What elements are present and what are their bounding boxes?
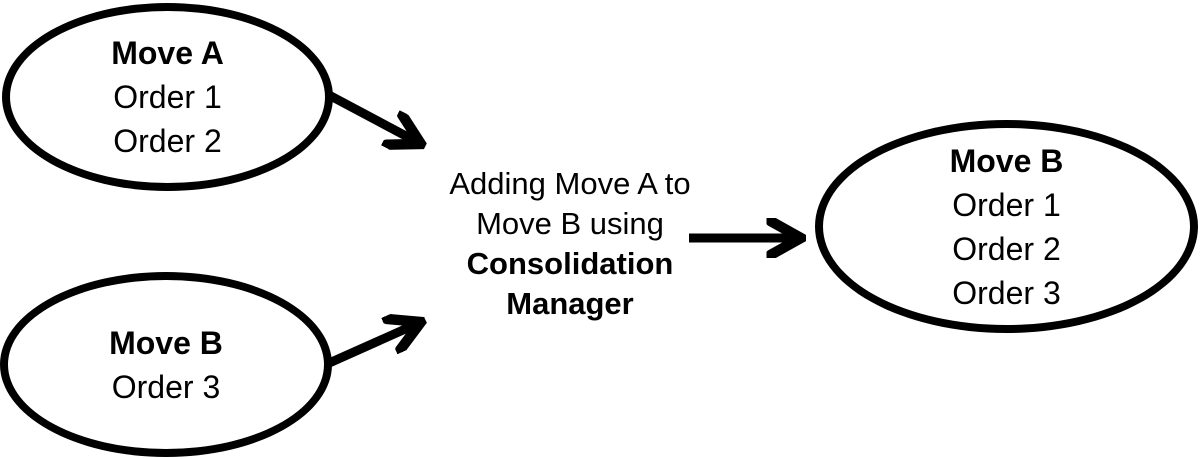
node-order-item: Order 1 [113,79,222,115]
node-title: Move B [109,324,223,361]
arrow-move-a-to-process [324,90,421,144]
node-title: Move B [949,142,1064,179]
arrow-move-b-to-process [325,322,421,369]
node-order-item: Order 3 [111,368,221,405]
node-order-item: Order 2 [952,230,1061,267]
process-label-line-bold: Manager [506,286,634,321]
process-label-line: Adding Move A to [449,166,691,201]
node-order-item: Order 1 [952,186,1061,223]
process-label: Adding Move A to Move B using Consolidat… [428,164,712,324]
node-title: Move A [111,35,224,71]
node-order-item: Order 3 [952,274,1061,311]
process-label-line-bold: Consolidation [466,246,674,281]
node-order-item: Order 2 [113,123,222,159]
node-move-b-result: Move B Order 1 Order 2 Order 3 [815,120,1198,333]
node-move-a-source: Move A Order 1 Order 2 [2,3,333,191]
node-move-b-source: Move B Order 3 [0,272,332,457]
process-label-line: Move B using [476,206,664,241]
